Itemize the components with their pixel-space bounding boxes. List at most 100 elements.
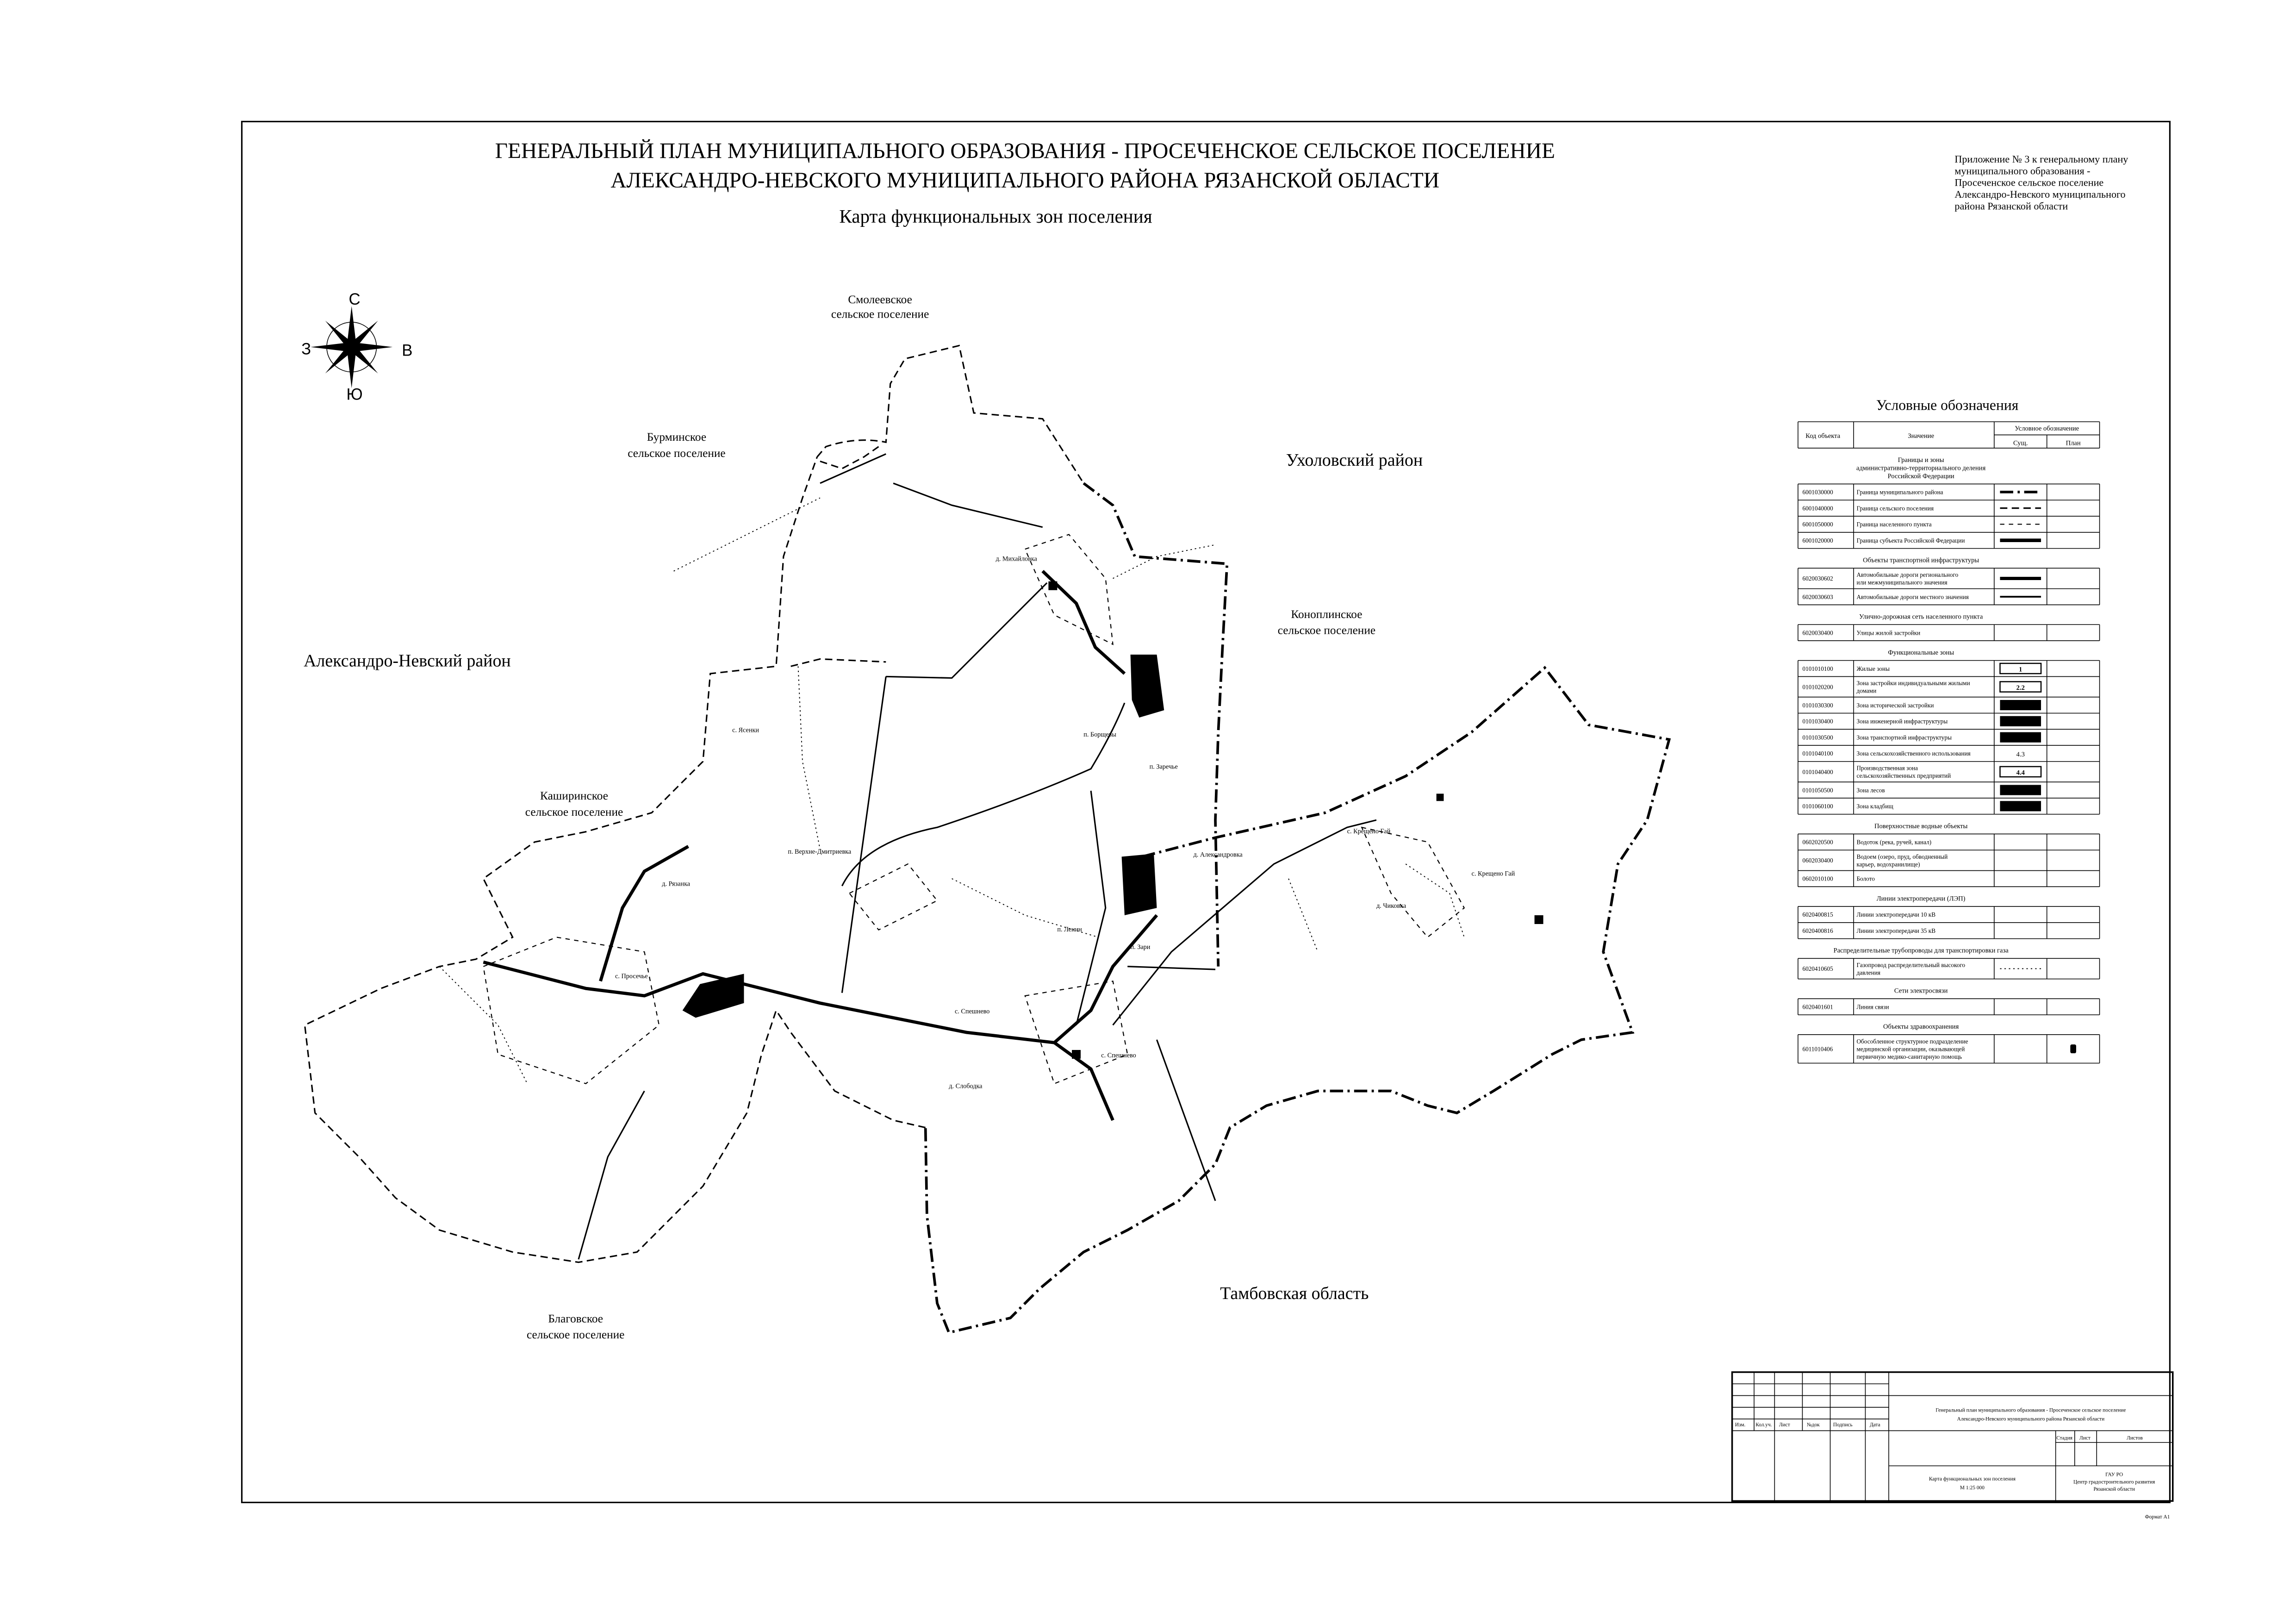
place-label: с. Просечье xyxy=(615,973,648,980)
settlement-boundary xyxy=(816,344,1084,484)
legend-code: 6020410605 xyxy=(1802,965,1833,972)
tb-col-header: Лист xyxy=(1779,1422,1790,1428)
legend-col-planned: План xyxy=(2066,440,2081,447)
legend-label: домами xyxy=(1856,687,1876,694)
neighbor-label: Коноплинское xyxy=(1291,608,1362,621)
legend-section-title: Границы и зоны xyxy=(1898,456,1944,464)
neighbor-label: сельское поселение xyxy=(525,806,623,818)
legend-section-title: Линии электропередачи (ЛЭП) xyxy=(1877,895,1966,902)
neighbor-label: сельское поселение xyxy=(831,307,929,320)
legend-code: 0101020200 xyxy=(1802,683,1833,690)
legend-label: Зона лесов xyxy=(1856,787,1885,793)
legend-section-title: Функциональные зоны xyxy=(1888,649,1954,656)
note-line: муниципального образования - xyxy=(1954,165,2090,176)
neighbor-label: Смолеевское xyxy=(848,293,912,306)
symbol-zone-code: 4.3 xyxy=(2016,751,2025,758)
legend-label: карьер, водохранилище) xyxy=(1856,861,1920,868)
tb-organization: Центр градостроительного развития xyxy=(2073,1479,2155,1485)
title-block: Изм. Кол.уч. Лист №док Подпись Дата Гене… xyxy=(1731,1371,2174,1520)
map-area xyxy=(304,344,1671,1334)
note-line: Александро-Невского муниципального xyxy=(1954,188,2125,200)
tb-stage-header: Стадия xyxy=(2056,1435,2072,1441)
compass-south: Ю xyxy=(346,386,362,404)
legend-label: Линии электропередачи 10 кВ xyxy=(1856,911,1935,918)
tb-stage-header: Листов xyxy=(2127,1435,2143,1441)
neighbor-labels: Смолеевское сельское поселение Бурминско… xyxy=(525,293,1375,1341)
object-marker xyxy=(1534,915,1543,924)
place-labels: д. Михайловка с. Ясенки п. Борщевы п. За… xyxy=(615,556,1515,1090)
legend-code: 0101040100 xyxy=(1802,750,1833,757)
symbol-zone-code: 2.2 xyxy=(2016,684,2025,692)
local-road xyxy=(1112,819,1377,1026)
legend-label: или межмуниципального значения xyxy=(1856,579,1947,586)
legend-code: 6020401601 xyxy=(1802,1003,1833,1010)
legend-label: Граница муниципального района xyxy=(1856,489,1943,496)
legend-code: 6020030603 xyxy=(1802,593,1833,600)
compass-east: В xyxy=(402,342,412,360)
symbol-zone-fill xyxy=(2000,732,2041,743)
place-label: д. Чиковка xyxy=(1376,902,1406,910)
symbol-zone-fill xyxy=(2000,700,2041,711)
zone-fill-black xyxy=(682,974,744,1018)
region-label: Ухоловский район xyxy=(1286,450,1423,470)
title-line-2: АЛЕКСАНДРО-НЕВСКОГО МУНИЦИПАЛЬНОГО РАЙОН… xyxy=(610,169,1439,193)
place-label: п. Зари xyxy=(1131,943,1151,951)
legend-title: Условные обозначения xyxy=(1876,397,2019,413)
legend-section-title: Объекты транспортной инфраструктуры xyxy=(1863,557,1979,564)
symbol-zone-box xyxy=(1999,766,2042,778)
legend-label: Водоем (озеро, пруд, обводненный xyxy=(1856,853,1948,860)
object-marker xyxy=(1436,793,1444,801)
legend-section-title: Поверхностные водные объекты xyxy=(1874,823,1968,830)
neighbor-label: Благовское xyxy=(548,1312,603,1325)
tb-project-title: Александро-Невского муниципального район… xyxy=(1957,1416,2105,1422)
region-label: Александро-Невский район xyxy=(304,651,511,670)
neighbor-label: Бурминское xyxy=(647,431,706,443)
note-line: района Рязанской области xyxy=(1954,200,2068,212)
tb-col-header: Дата xyxy=(1870,1422,1880,1428)
neighbor-label: сельское поселение xyxy=(527,1328,624,1341)
compass-rose-icon: С В Ю З xyxy=(301,291,412,404)
sheet-frame xyxy=(241,120,2171,1504)
tb-project-title: Генеральный план муниципального образова… xyxy=(1935,1407,2126,1413)
legend-label: первичную медико-санитарную помощь xyxy=(1856,1053,1962,1060)
symbol-zone-code: 1 xyxy=(2019,666,2022,673)
zone-fill-black xyxy=(1130,654,1164,718)
legend-code: 6020030400 xyxy=(1802,629,1833,636)
legend-label: Зона сельскохозяйственного использования xyxy=(1856,750,1970,757)
legend-label: Газопровод распределительный высокого xyxy=(1856,962,1965,968)
legend-label: Зона инженерной инфраструктуры xyxy=(1856,718,1948,725)
place-label: с. Ясенки xyxy=(732,727,759,734)
object-marker xyxy=(1048,581,1058,590)
legend-section-title: Объекты здравоохранения xyxy=(1883,1023,1959,1031)
legend-label: Граница субъекта Российской Федерации xyxy=(1856,537,1965,544)
legend-code: 0101030400 xyxy=(1802,718,1833,725)
legend-label: Жилые зоны xyxy=(1856,665,1890,672)
place-label: с. Спешнево xyxy=(955,1008,989,1015)
zone-boundary xyxy=(578,453,1216,1260)
place-label: п. Верхне-Дмитриевка xyxy=(788,848,852,856)
legend-label: Линии электропередачи 35 кВ xyxy=(1856,927,1935,934)
symbol-zone-fill xyxy=(2000,801,2041,812)
place-label: с. Крещено Гай xyxy=(1347,828,1391,835)
legend-label: Производственная зона xyxy=(1856,765,1918,772)
legend-code: 0602020500 xyxy=(1802,839,1833,846)
legend-code: 0101050500 xyxy=(1802,787,1833,793)
tb-organization: Рязанской области xyxy=(2094,1487,2135,1492)
legend-label: Зона кладбищ xyxy=(1856,803,1893,810)
compass-west: З xyxy=(301,340,311,358)
tb-organization: ГАУ РО xyxy=(2105,1472,2123,1478)
legend-code: 6001030000 xyxy=(1802,489,1833,496)
object-marker xyxy=(1072,1050,1081,1059)
legend-label: Зона транспортной инфраструктуры xyxy=(1856,734,1952,741)
settlement-boundary xyxy=(304,456,926,1263)
legend-code: 0602030400 xyxy=(1802,857,1833,864)
tb-col-header: Изм. xyxy=(1735,1422,1746,1428)
legend-code: 0101040400 xyxy=(1802,768,1833,775)
symbol-zone-box xyxy=(1999,681,2042,693)
legend-col-existing: Сущ. xyxy=(2013,440,2028,447)
zone-fill-black xyxy=(1121,854,1157,916)
tb-sheet-scale: М 1:25 000 xyxy=(1960,1485,1985,1491)
neighbor-boundary xyxy=(790,446,886,667)
legend-label: Водоток (река, ручей, канал) xyxy=(1856,839,1931,846)
